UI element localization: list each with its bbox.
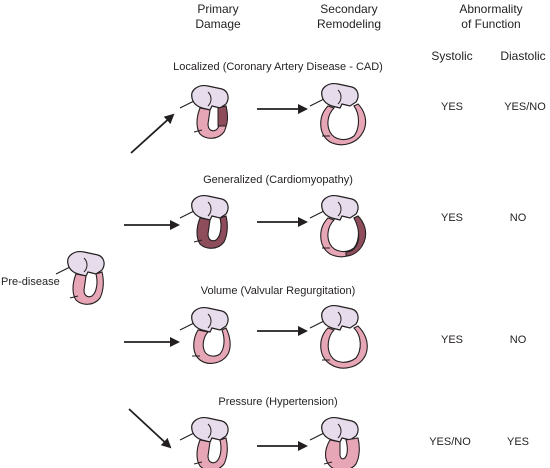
row-title-localized: Localized (Coronary Artery Disease - CAD… xyxy=(173,61,383,73)
secondary-remodeling-header: Secondary Remodeling xyxy=(317,2,381,32)
abnormality-header-line2: of Function xyxy=(461,17,521,31)
pre-disease-heart xyxy=(55,251,105,305)
primary-header-line1: Primary xyxy=(197,2,239,16)
diastolic-header: Diastolic xyxy=(500,49,546,63)
row-generalized-diastolic: NO xyxy=(509,212,527,224)
row-localized-diastolic: YES/NO xyxy=(504,101,546,113)
pre-disease-label: Pre-disease xyxy=(1,276,60,288)
primary-header-line2: Damage xyxy=(195,17,241,31)
abnormality-header-line1: Abnormality xyxy=(459,2,523,16)
volume-primary-heart xyxy=(179,307,231,364)
row-title-pressure: Pressure (Hypertension) xyxy=(218,396,338,408)
row-title-volume: Volume (Valvular Regurgitation) xyxy=(200,285,356,297)
abnormality-header: Abnormality of Function xyxy=(459,2,522,32)
arrow-to-pressure xyxy=(128,408,172,449)
row-generalized-systolic: YES xyxy=(440,212,464,224)
localized-remodeled-heart xyxy=(309,83,367,146)
pressure-primary-heart xyxy=(179,417,229,468)
row-volume-systolic: YES xyxy=(440,334,464,346)
row-title-generalized: Generalized (Cardiomyopathy) xyxy=(203,174,353,186)
row-localized-systolic: YES xyxy=(440,101,464,113)
volume-remodeled-heart xyxy=(309,305,368,369)
secondary-header-line2: Remodeling xyxy=(316,17,382,31)
pressure-remodeled-heart xyxy=(309,417,360,468)
row-volume-diastolic: NO xyxy=(509,334,527,346)
row-pressure-diastolic: YES xyxy=(506,436,530,448)
generalized-primary-heart xyxy=(179,195,229,249)
arrow-to-localized xyxy=(130,113,175,154)
secondary-header-line1: Secondary xyxy=(320,2,378,16)
row-pressure-systolic: YES/NO xyxy=(429,436,471,448)
localized-primary-heart xyxy=(179,85,229,139)
generalized-remodeled-heart xyxy=(309,195,367,258)
systolic-header: Systolic xyxy=(431,49,473,63)
primary-damage-header: Primary Damage xyxy=(195,2,240,32)
